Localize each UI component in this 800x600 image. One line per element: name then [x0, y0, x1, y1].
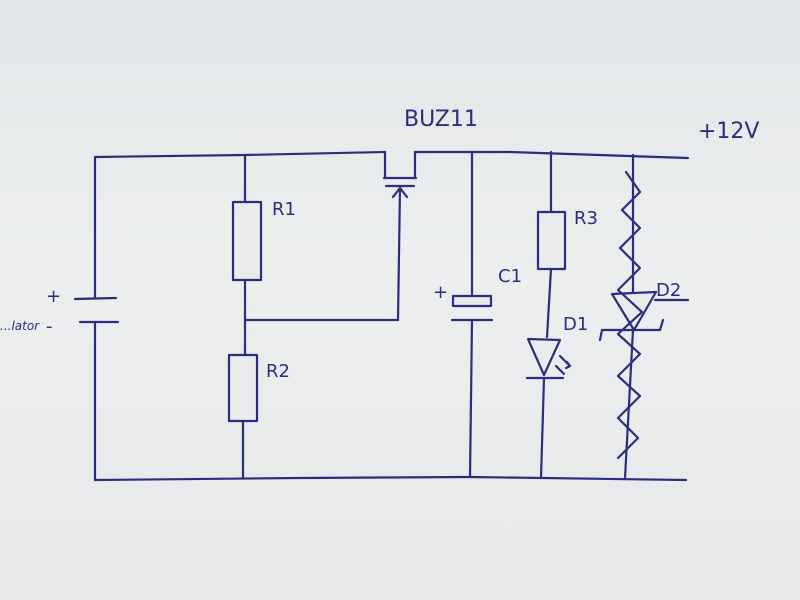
r1-label: R1: [272, 199, 296, 220]
battery-plus-label: +: [46, 286, 61, 307]
resistor-r3: [536, 210, 567, 271]
d2-scribble: [616, 170, 644, 460]
d1-wire-bottom: [539, 376, 546, 480]
top-wire-left: [93, 150, 387, 180]
gate-wire: [243, 186, 402, 322]
mosfet-arrow: [391, 186, 409, 199]
resistor-r1: [231, 200, 263, 282]
diode-d2-bar: [598, 318, 665, 342]
led-d1-rays: [554, 354, 572, 376]
d1-label: D1: [563, 314, 588, 335]
top-wire-right: [413, 150, 690, 180]
r2-label: R2: [266, 361, 290, 382]
r3-wire-mid: [545, 267, 553, 339]
source-partial-label: ...lator: [0, 319, 40, 333]
c1-wire-bottom: [468, 318, 474, 479]
led-d1: [526, 337, 562, 377]
d2-label: D2: [656, 280, 681, 301]
capacitor-c1: [451, 294, 493, 308]
battery-minus-label: -: [46, 316, 53, 337]
c1-plus-label: +: [433, 282, 448, 303]
r3-label: R3: [574, 208, 598, 229]
c1-label: C1: [498, 266, 522, 287]
bottom-wire: [93, 475, 688, 482]
supply-label: +12V: [698, 119, 759, 144]
battery-plate-long: [73, 296, 118, 301]
mosfet-label: BUZ11: [404, 107, 478, 132]
d2-wire: [623, 153, 635, 480]
diode-d2: [610, 290, 658, 332]
resistor-r2: [227, 353, 259, 423]
